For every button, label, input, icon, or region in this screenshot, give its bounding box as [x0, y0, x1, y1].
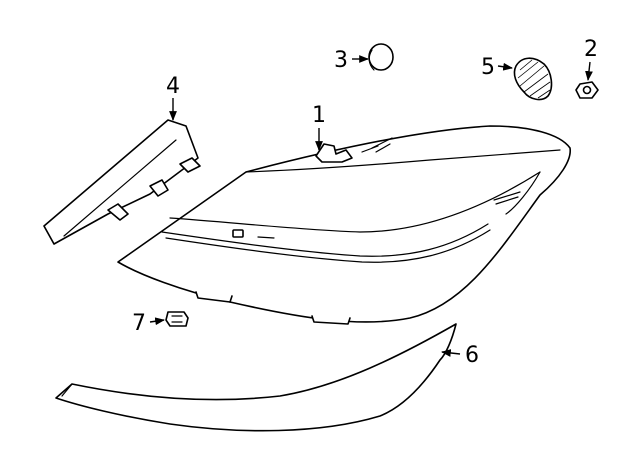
callout-2: 2 [584, 37, 598, 62]
part-1-lamp-assembly [117, 125, 571, 325]
leader-lines [149, 55, 593, 357]
part-2-nut [575, 81, 599, 99]
callout-3: 3 [334, 48, 348, 73]
part-7-clip [165, 311, 189, 327]
part-4-trim-panel [43, 119, 201, 245]
leader-5 [497, 62, 513, 71]
leader-2 [585, 61, 593, 81]
callout-5: 5 [481, 55, 495, 80]
callout-4: 4 [166, 74, 180, 99]
callout-6: 6 [465, 343, 479, 368]
part-5-oval-cover [513, 57, 553, 101]
part-3-plug [368, 43, 394, 71]
callout-1: 1 [312, 103, 326, 128]
callout-numbers: 1 2 3 4 5 6 7 [132, 37, 598, 368]
part-6-lower-trim [55, 323, 457, 432]
leader-7 [149, 317, 165, 326]
callout-7: 7 [132, 311, 146, 336]
leader-6 [441, 349, 461, 357]
